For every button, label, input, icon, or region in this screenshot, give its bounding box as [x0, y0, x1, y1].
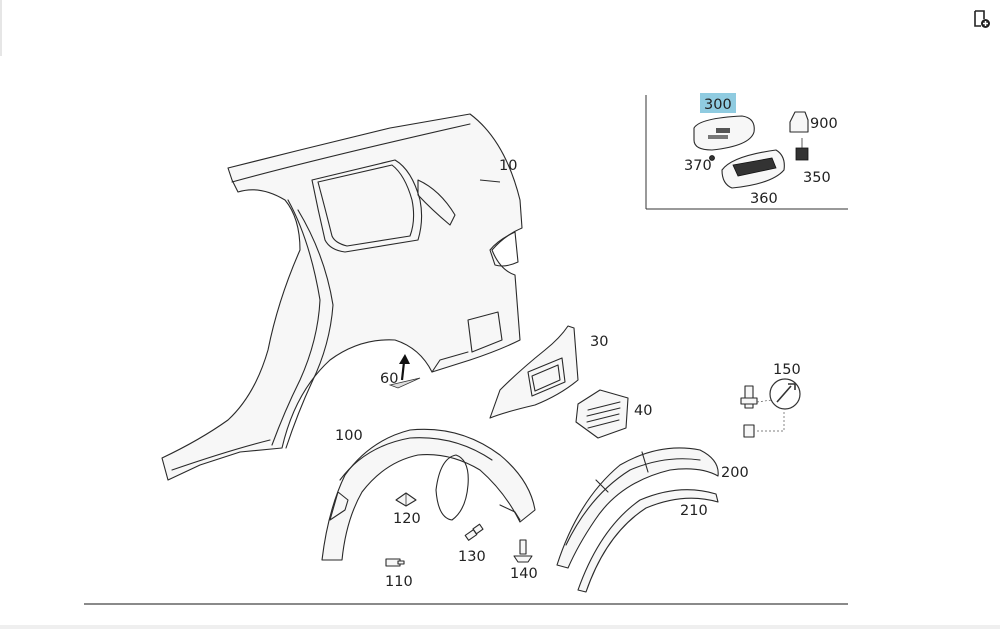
callout-60[interactable]: 60	[380, 371, 398, 387]
part-60-arrow	[388, 354, 421, 389]
part-370-grommet[interactable]	[709, 155, 715, 161]
callout-200[interactable]: 200	[721, 465, 749, 481]
callout-360[interactable]: 360	[750, 191, 778, 207]
callout-150[interactable]: 150	[773, 362, 801, 378]
callout-110[interactable]: 110	[385, 574, 413, 590]
part-130-screw[interactable]	[464, 523, 484, 541]
part-300-highlight	[700, 93, 736, 113]
part-900-label[interactable]	[789, 111, 809, 133]
callout-350[interactable]: 350	[803, 170, 831, 186]
callout-140[interactable]: 140	[510, 566, 538, 582]
part-30-inner-panel[interactable]	[489, 325, 579, 419]
part-350-actuator[interactable]	[795, 138, 809, 161]
callout-10[interactable]: 10	[499, 158, 517, 174]
part-360-fuel-housing[interactable]	[721, 149, 785, 189]
bottom-strip	[0, 625, 1000, 629]
left-edge-divider	[0, 0, 2, 56]
part-300-fuel-door[interactable]	[693, 115, 755, 151]
part-10-side-panel[interactable]	[161, 113, 523, 481]
callout-100[interactable]: 100	[335, 428, 363, 444]
inset-frame	[645, 95, 848, 210]
callout-370[interactable]: 370	[684, 158, 712, 174]
part-150-bolt-torque[interactable]	[740, 378, 801, 438]
callout-210[interactable]: 210	[680, 503, 708, 519]
callout-40[interactable]: 40	[634, 403, 652, 419]
part-100-wheel-liner[interactable]	[321, 428, 536, 561]
export-document-button[interactable]	[968, 7, 994, 31]
document-add-icon	[974, 10, 990, 28]
callout-30[interactable]: 30	[590, 334, 608, 350]
callout-130[interactable]: 130	[458, 549, 486, 565]
callout-300[interactable]: 300	[704, 97, 732, 113]
part-110-screw[interactable]	[385, 558, 405, 567]
part-40-vent-grille[interactable]	[575, 389, 629, 439]
callout-900[interactable]: 900	[810, 116, 838, 132]
part-120-clip[interactable]	[395, 492, 417, 507]
part-200-arch-flare[interactable]	[556, 447, 719, 569]
part-140-pushpin[interactable]	[513, 539, 533, 563]
part-210-arch-trim[interactable]	[577, 489, 719, 593]
callout-120[interactable]: 120	[393, 511, 421, 527]
